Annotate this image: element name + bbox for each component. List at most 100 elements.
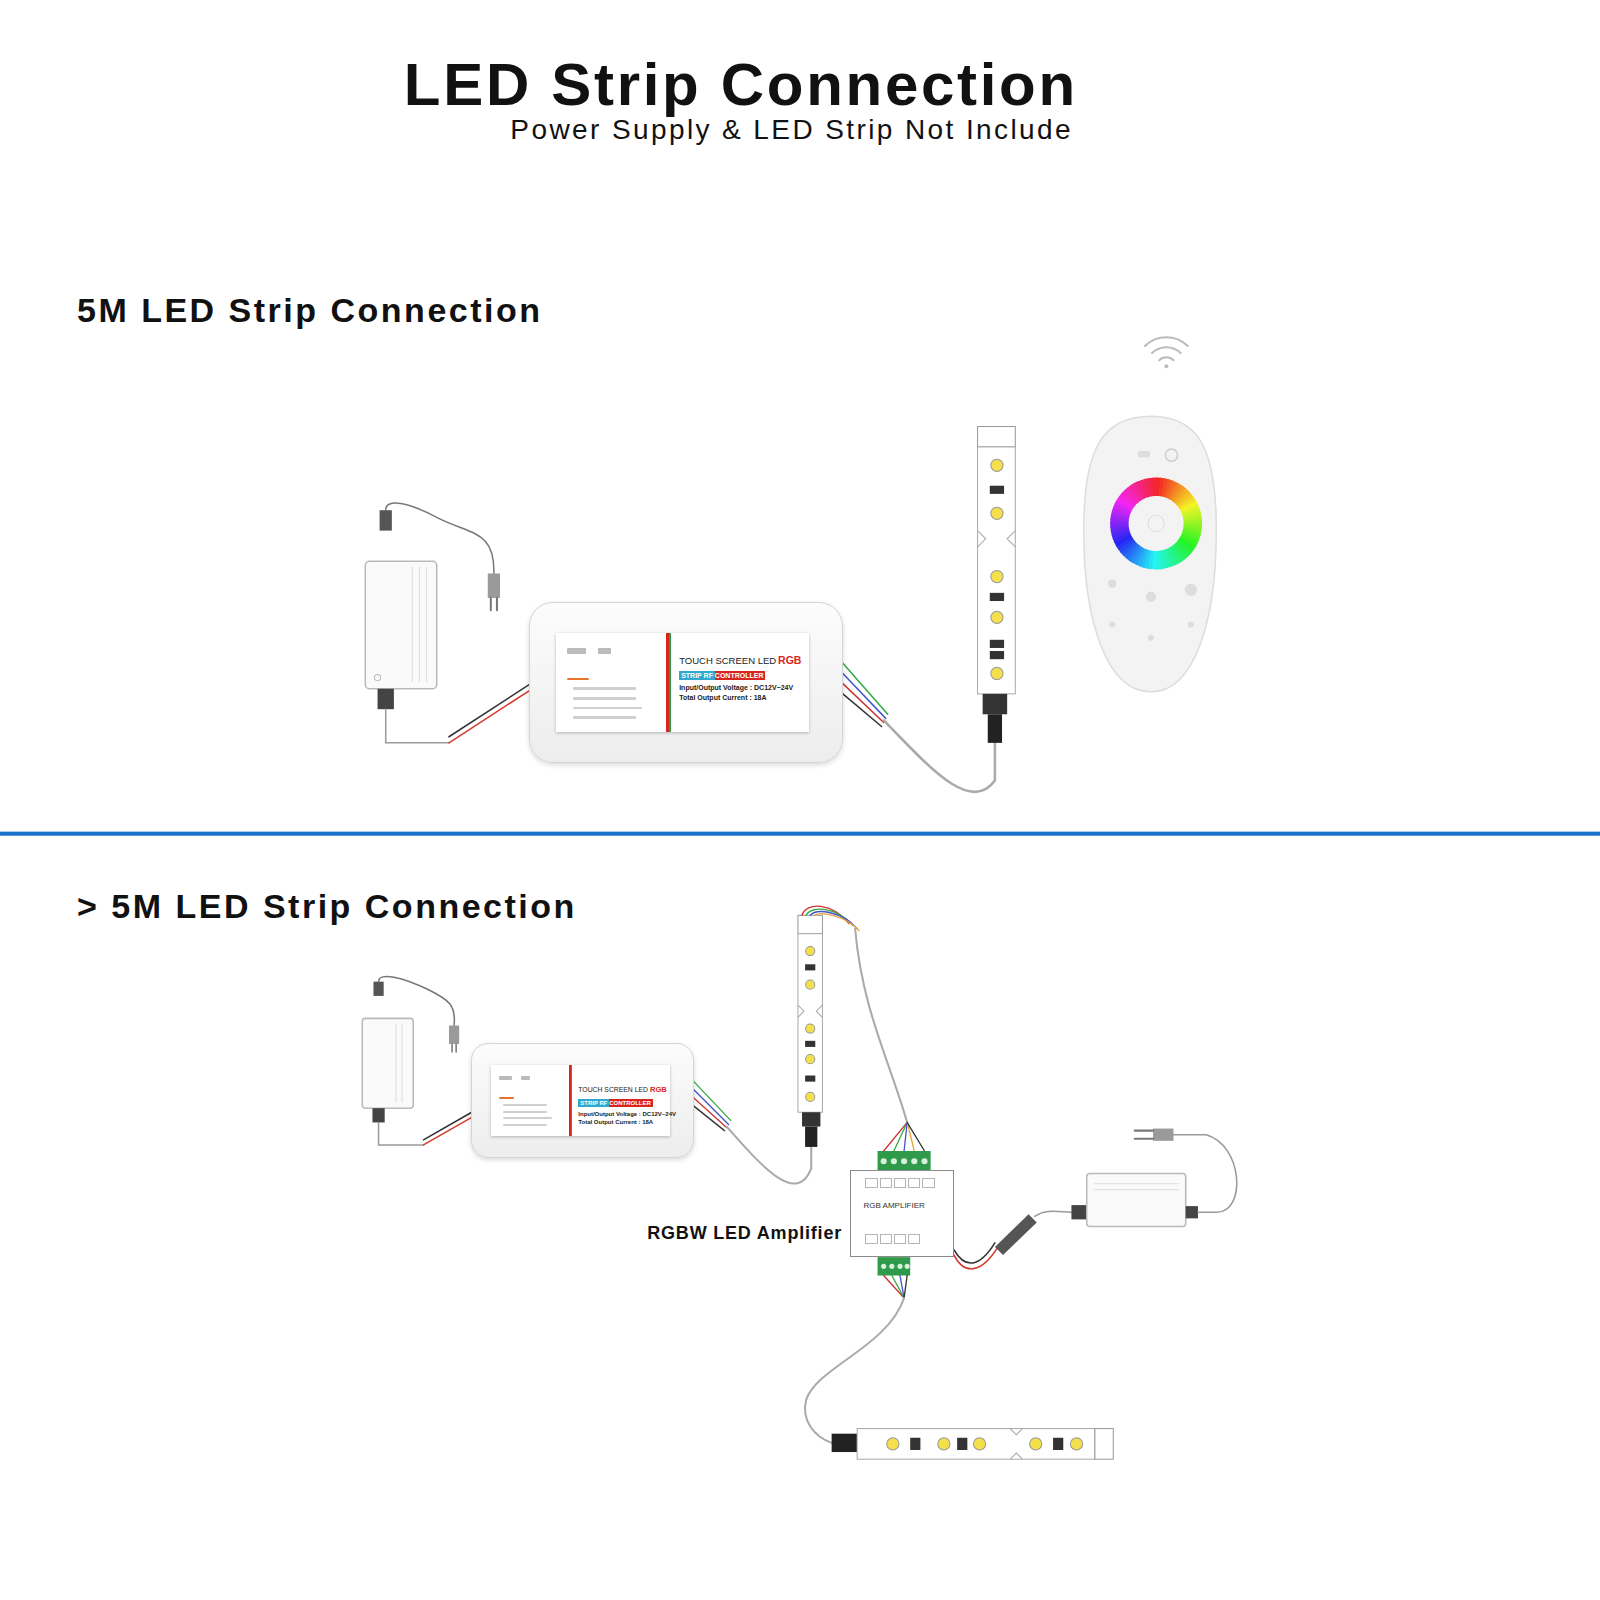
led-strip: [991, 667, 1003, 679]
terminal-cell: [894, 1234, 906, 1244]
power-supply: [373, 982, 383, 996]
strip-to-amplifier-wires: [802, 906, 849, 923]
led-strip: [806, 1024, 815, 1033]
terminal-block: [901, 1158, 907, 1164]
power-supply: [378, 689, 394, 709]
strip-to-amplifier-wires: [894, 1122, 907, 1151]
strip-to-amplifier-wires: [907, 1122, 914, 1151]
output-wires: [694, 1082, 811, 1184]
output-wires: [843, 684, 884, 723]
device-print: STRIP RF CONTROLLER: [679, 671, 765, 680]
terminal-cell: [908, 1234, 920, 1244]
power-supply: [451, 1044, 453, 1052]
led-strip: [978, 447, 1016, 694]
power-supply: [455, 1044, 457, 1052]
power-supply: [449, 1026, 459, 1044]
amplifier-output-wires: [904, 1276, 907, 1298]
device-heading: RGB AMPLIFIER: [863, 1201, 924, 1212]
led-strip: [957, 1438, 967, 1450]
power-supply: [1135, 1130, 1153, 1132]
fine-print-mark: [573, 716, 635, 719]
led-strip: [1095, 1429, 1113, 1460]
output-wires: [694, 1106, 725, 1130]
device-print: Total Output Current : 18A: [679, 693, 801, 702]
power-supply: [1071, 1205, 1087, 1219]
led-strip: [798, 915, 822, 1147]
terminal-block: [878, 1151, 931, 1170]
led-strip: [1007, 531, 1015, 547]
power-supply: [379, 1122, 424, 1144]
remote-control: [1108, 580, 1116, 588]
divider-line: [0, 832, 1600, 836]
led-strip: [832, 1434, 858, 1452]
terminal-block: [921, 1158, 927, 1164]
led-strip: [973, 1438, 985, 1450]
fine-print-mark: [573, 707, 642, 710]
terminal-cell: [908, 1178, 920, 1188]
power-supply: [365, 561, 436, 689]
led-strip: [806, 1092, 815, 1101]
controller-box: TOUCH SCREEN LEDRGBSTRIP RF CONTROLLERIn…: [471, 1043, 693, 1158]
power-supply: [954, 1129, 1237, 1269]
power-supply: [496, 598, 498, 610]
device-print: Input/Output Voltage : DC12V~24V: [578, 1110, 676, 1118]
remote-control: [1148, 515, 1164, 531]
fine-print-mark: [503, 1124, 547, 1126]
power-supply: [1087, 1173, 1186, 1226]
terminal-block: [897, 1264, 902, 1269]
led-strip: [805, 1041, 815, 1047]
amplifier-output-wires: [805, 1298, 904, 1443]
wireless-signal: [1152, 347, 1181, 353]
terminal-cell: [865, 1178, 877, 1188]
remote-control: [1185, 584, 1197, 596]
strip-to-amplifier-wires: [884, 1122, 907, 1151]
led-strip: [805, 1076, 815, 1082]
output-wires: [884, 720, 995, 792]
device-print: STRIP RF CONTROLLER: [578, 1099, 653, 1107]
device-print: Total Output Current : 18A: [578, 1118, 676, 1126]
power-supply: [379, 976, 455, 1025]
power-supply: [1186, 1206, 1198, 1218]
page-title: LED Strip Connection: [404, 55, 1078, 115]
power-supply: [419, 567, 420, 681]
fine-print-mark: [499, 1076, 512, 1081]
fine-print-mark: [598, 648, 610, 654]
power-supply: [372, 1108, 384, 1122]
led-strip: [990, 640, 1004, 648]
led-strip: [990, 486, 1004, 494]
led-strip: [978, 427, 1016, 447]
power-supply: [1135, 1138, 1153, 1140]
strip-to-amplifier-wires: [814, 914, 859, 931]
led-strip: [805, 964, 815, 970]
power-supply: [1153, 1129, 1173, 1141]
power-supply: [402, 1024, 403, 1102]
terminal-cell: [922, 1178, 934, 1188]
fine-print-mark: [573, 697, 635, 700]
remote-control: [1109, 621, 1115, 627]
terminal-block: [905, 1264, 910, 1269]
output-wires: [843, 663, 888, 714]
remote-control: [1148, 635, 1154, 641]
terminal-block: [881, 1264, 886, 1269]
led-strip: [798, 915, 822, 933]
wireless-signal: [1159, 357, 1173, 360]
amplifier-output-wires: [805, 1276, 907, 1443]
terminal-block: [911, 1158, 917, 1164]
text-block: RGB AMPLIFIER: [863, 1201, 924, 1212]
led-strip: [938, 1438, 950, 1450]
fine-print-mark: [499, 1097, 514, 1099]
power-supply: [412, 567, 413, 681]
amplifier-output-wires: [900, 1276, 904, 1298]
section-heading: 5M LED Strip Connection: [77, 293, 543, 327]
output-wires: [843, 663, 995, 792]
led-strip: [1010, 1453, 1022, 1459]
label-stripe: [571, 1065, 572, 1135]
section-heading: > 5M LED Strip Connection: [77, 889, 577, 923]
terminal-block: [881, 1158, 887, 1164]
power-supply: [386, 709, 449, 743]
device-print: RGB: [650, 1085, 667, 1094]
strip-to-amplifier-wires: [907, 1122, 924, 1151]
